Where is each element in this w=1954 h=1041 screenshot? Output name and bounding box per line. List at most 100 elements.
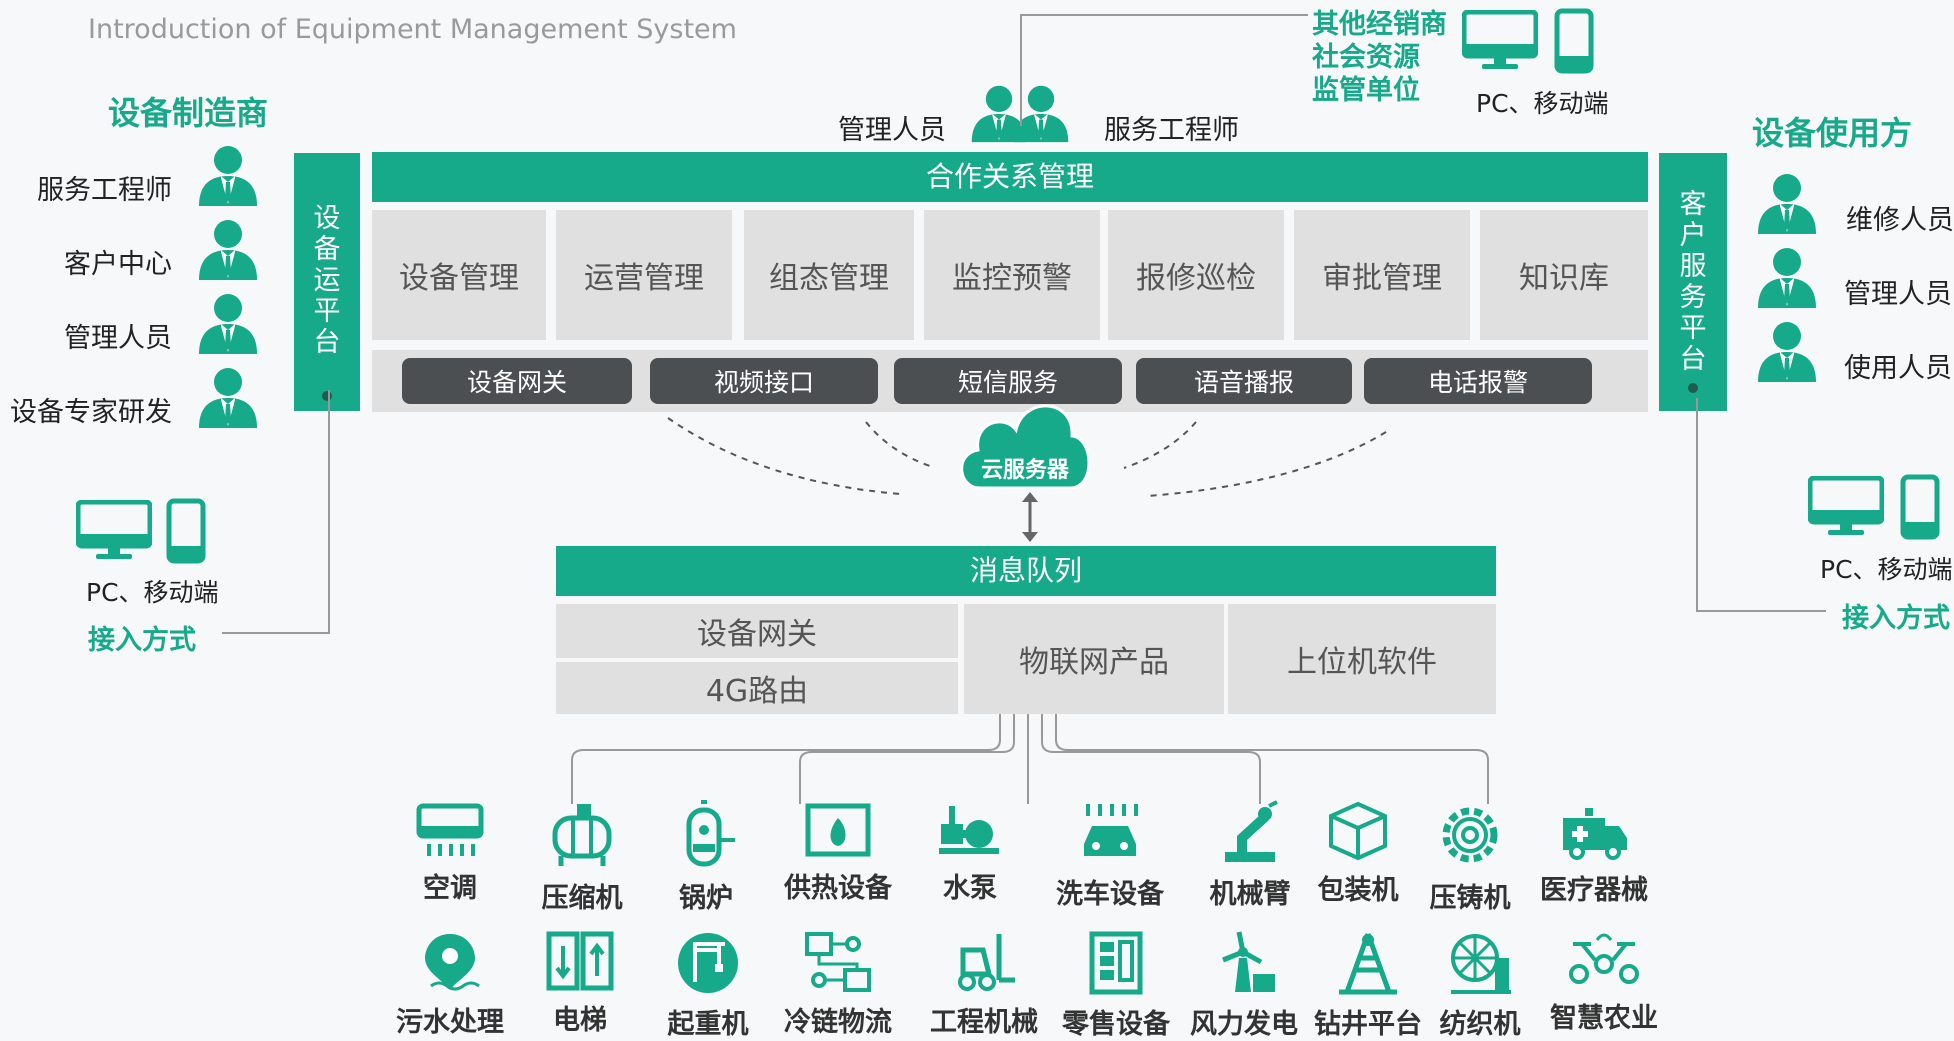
elevator-icon (546, 931, 614, 991)
device-item[interactable]: 医疗器械 (1524, 800, 1664, 907)
module-operations[interactable]: 运营管理 (556, 210, 732, 340)
device-item[interactable]: 锅炉 (636, 800, 776, 915)
cloud-connection-lines (667, 417, 1387, 497)
person-label: 客户中心 (64, 249, 172, 280)
device-label: 钻井平台 (1314, 1009, 1422, 1040)
access-method-label: 接入方式 (88, 625, 196, 656)
module-equipment[interactable]: 设备管理 (372, 210, 546, 340)
device-item[interactable]: 智慧农业 (1534, 930, 1674, 1035)
access-method-label: 接入方式 (1842, 603, 1950, 634)
engineer-label: 服务工程师 (1104, 115, 1239, 146)
device-row-1: 空调 压缩机 锅炉 供热设备 水泵 洗车设备 机械臂 包装机 压铸机 医疗器械 (0, 800, 1954, 914)
device-label: 起重机 (667, 1009, 749, 1040)
user-heading: 设备使用方 (1752, 114, 1913, 152)
device-item[interactable]: 洗车设备 (1040, 800, 1180, 911)
party-label: 监管单位 (1312, 75, 1420, 106)
device-label: 洗车设备 (1056, 879, 1164, 910)
gear-icon (1442, 807, 1498, 863)
device-item[interactable]: 纺织机 (1410, 930, 1550, 1041)
device-label: 供热设备 (784, 873, 892, 904)
forklift-icon (958, 934, 1015, 991)
service-video[interactable]: 视频接口 (650, 358, 878, 404)
manufacturer-heading: 设备制造商 (108, 94, 269, 132)
module-row: 设备管理 运营管理 组态管理 监控预警 报修巡检 审批管理 知识库 (372, 210, 1648, 340)
module-repair[interactable]: 报修巡检 (1108, 210, 1284, 340)
device-label: 压缩机 (541, 883, 623, 914)
device-label: 机械臂 (1209, 879, 1291, 910)
device-item[interactable]: 污水处理 (380, 930, 520, 1039)
person-icon (195, 290, 261, 356)
person-icon (1754, 244, 1820, 310)
device-label: 风力发电 (1190, 1009, 1298, 1040)
platform-label: 客户服务平台 (1679, 189, 1707, 375)
partnership-banner[interactable]: 合作关系管理 (372, 152, 1648, 202)
pc-icon (76, 500, 152, 560)
device-label: 零售设备 (1062, 1009, 1170, 1040)
iot-product-box[interactable]: 物联网产品 (964, 604, 1224, 714)
module-approval[interactable]: 审批管理 (1294, 210, 1470, 340)
person-icon (1754, 318, 1820, 384)
device-item[interactable]: 电梯 (510, 930, 650, 1037)
person-icon (195, 216, 261, 282)
sewage-icon (425, 934, 480, 991)
device-row-2: 污水处理 电梯 起重机 冷链物流 工程机械 零售设备 风力发电 钻井平台 纺织机… (0, 930, 1954, 1041)
device-label: 污水处理 (396, 1007, 504, 1038)
device-label: 工程机械 (930, 1007, 1038, 1038)
service-sms[interactable]: 短信服务 (894, 358, 1122, 404)
drone-icon (1569, 933, 1639, 984)
mobile-icon (1900, 474, 1940, 540)
message-queue-banner[interactable]: 消息队列 (556, 546, 1496, 596)
device-item[interactable]: 工程机械 (914, 930, 1054, 1039)
platform-label: 设备运平台 (313, 203, 341, 358)
device-item[interactable]: 压铸机 (1400, 800, 1540, 915)
device-item[interactable]: 包装机 (1288, 800, 1428, 907)
device-label: 医疗器械 (1540, 875, 1648, 906)
service-voice[interactable]: 语音播报 (1136, 358, 1352, 404)
device-item[interactable]: 风力发电 (1174, 930, 1314, 1041)
module-knowledge[interactable]: 知识库 (1480, 210, 1648, 340)
module-monitoring[interactable]: 监控预警 (924, 210, 1100, 340)
service-row: 设备网关 视频接口 短信服务 语音播报 电话报警 (372, 350, 1648, 412)
crane-icon (678, 933, 738, 993)
page-title: Introduction of Equipment Management Sys… (88, 14, 737, 45)
device-item[interactable]: 起重机 (638, 930, 778, 1041)
person-icon (1754, 170, 1820, 236)
host-software-box[interactable]: 上位机软件 (1228, 604, 1496, 714)
equipment-platform-bar[interactable]: 设备运平台 (294, 153, 360, 411)
module-configuration[interactable]: 组态管理 (744, 210, 914, 340)
devices-label: PC、移动端 (86, 578, 219, 607)
person-label: 服务工程师 (37, 175, 172, 206)
mobile-icon (1554, 8, 1594, 74)
devices-label: PC、移动端 (1476, 89, 1609, 118)
device-gateway-box[interactable]: 设备网关 (556, 604, 958, 658)
wind-power-icon (1222, 931, 1275, 992)
ambulance-icon (1563, 808, 1627, 860)
device-label: 纺织机 (1439, 1009, 1521, 1040)
device-item[interactable]: 水泵 (900, 800, 1040, 905)
device-item[interactable]: 钻井平台 (1298, 930, 1438, 1041)
car-wash-icon (1084, 804, 1138, 856)
device-label: 水泵 (943, 873, 997, 904)
person-label: 维修人员 (1846, 205, 1954, 236)
device-item[interactable]: 机械臂 (1180, 800, 1320, 911)
bidirectional-arrow-icon (1022, 492, 1038, 542)
device-label: 包装机 (1317, 875, 1399, 906)
device-item[interactable]: 供热设备 (768, 800, 908, 905)
device-item[interactable]: 冷链物流 (768, 930, 908, 1039)
device-label: 压铸机 (1429, 883, 1511, 914)
person-icon (195, 142, 261, 208)
service-gateway[interactable]: 设备网关 (402, 358, 632, 404)
device-item[interactable]: 零售设备 (1046, 930, 1186, 1041)
service-phone-alarm[interactable]: 电话报警 (1364, 358, 1592, 404)
device-item[interactable]: 空调 (380, 800, 520, 905)
compressor-icon (552, 804, 612, 866)
device-label: 空调 (423, 873, 477, 904)
customer-service-platform-bar[interactable]: 客户服务平台 (1659, 153, 1727, 411)
party-label: 社会资源 (1312, 42, 1420, 73)
person-icon (195, 364, 261, 430)
mobile-icon (166, 498, 206, 564)
device-label: 冷链物流 (784, 1007, 892, 1038)
device-item[interactable]: 压缩机 (512, 800, 652, 915)
4g-router-box[interactable]: 4G路由 (556, 662, 958, 714)
connector-dot (1688, 383, 1698, 393)
